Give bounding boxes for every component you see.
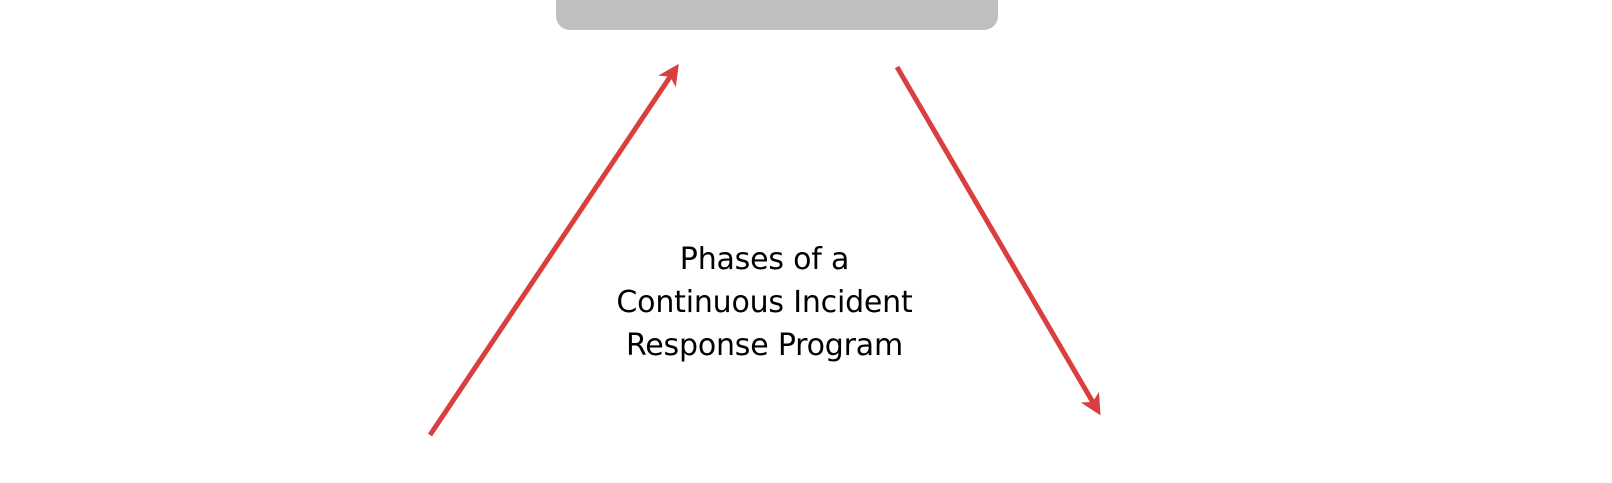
left-arrow-up (427, 63, 679, 437)
caption-line-3: Response Program (626, 328, 903, 363)
caption-line-1: Phases of a (679, 242, 850, 277)
caption-block: Phases of a Continuous Incident Response… (0, 238, 1529, 367)
right-arrow-down (894, 65, 1101, 416)
rounded-gray-panel (556, 0, 998, 30)
caption-line-2: Continuous Incident (616, 285, 913, 320)
